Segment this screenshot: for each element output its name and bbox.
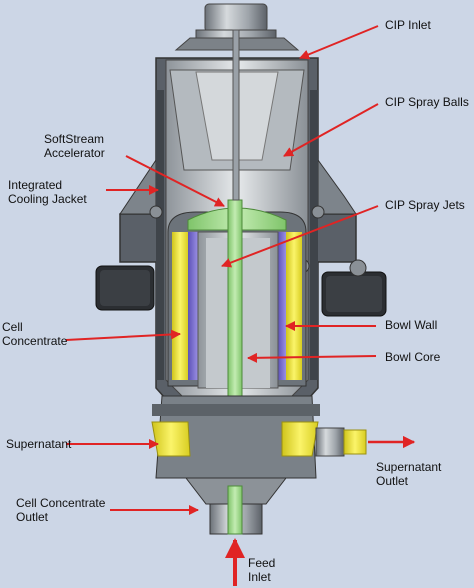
label-cell-concentrate-outlet: Cell Concentrate Outlet: [16, 496, 105, 524]
label-integrated-cooling-jacket: Integrated Cooling Jacket: [8, 178, 87, 206]
label-bowl-wall: Bowl Wall: [385, 318, 438, 332]
supernatant-right: [281, 421, 319, 457]
cell-concentrate-right: [286, 232, 302, 380]
label-supernatant-outlet: Supernatant Outlet: [376, 460, 441, 488]
label-cc-outlet-line2: Outlet: [16, 510, 49, 524]
label-cell-concentrate: Cell Concentrate: [2, 320, 67, 348]
left-drum: [95, 265, 155, 311]
supernatant-left: [151, 421, 191, 457]
label-softstream-accelerator: SoftStream Accelerator: [44, 132, 105, 160]
arrow-cell-concentrate: [65, 329, 181, 341]
arrow-cip-spray-balls: [283, 103, 379, 157]
label-cooling-line1: Integrated: [8, 178, 63, 192]
label-feed-inlet: Feed Inlet: [248, 556, 275, 584]
right-drum: [149, 205, 387, 317]
label-supernatant-outlet-line2: Outlet: [376, 474, 409, 488]
label-softstream-line2: Accelerator: [44, 146, 105, 160]
arrow-bowl-core: [247, 352, 377, 363]
cell-concentrate-left: [172, 232, 188, 380]
label-supernatant-outlet-line1: Supernatant: [376, 460, 442, 474]
label-supernatant: Supernatant: [6, 437, 72, 451]
label-cip-inlet: CIP Inlet: [385, 18, 431, 32]
label-feed-line2: Inlet: [248, 570, 271, 584]
arrow-softstream: [125, 155, 225, 207]
label-feed-line1: Feed: [248, 556, 276, 570]
label-cip-spray-balls: CIP Spray Balls: [385, 95, 469, 109]
label-cip-spray-jets: CIP Spray Jets: [385, 198, 465, 212]
arrow-cip-inlet: [299, 25, 379, 60]
label-cc-outlet-line1: Cell Concentrate: [16, 496, 106, 510]
label-softstream-line1: SoftStream: [44, 132, 105, 146]
lower-section: [151, 395, 367, 535]
annotation-arrows: [65, 25, 416, 586]
label-cooling-line2: Cooling Jacket: [8, 192, 87, 206]
label-cell-line1: Cell: [2, 320, 23, 334]
label-cell-line2: Concentrate: [2, 334, 68, 348]
arrow-cip-spray-jets: [221, 205, 379, 268]
label-bowl-core: Bowl Core: [385, 350, 441, 364]
